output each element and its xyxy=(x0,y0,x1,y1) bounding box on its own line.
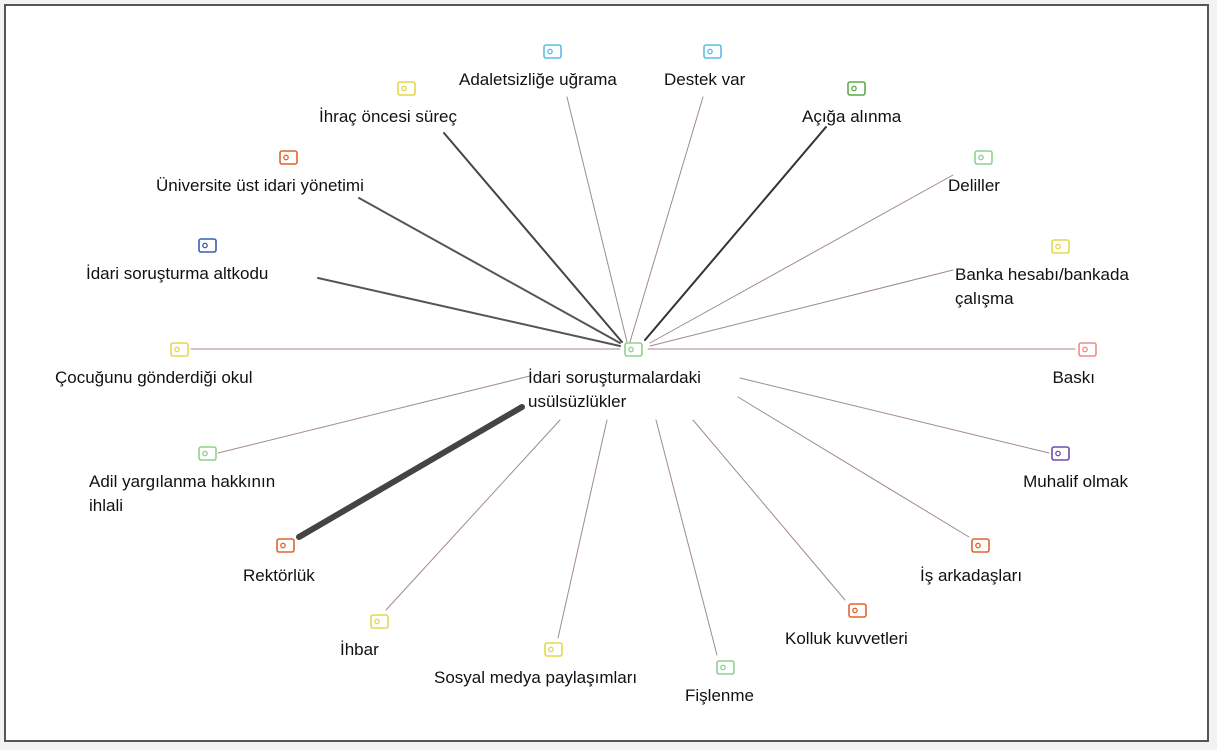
center-label-line-2: usülsüzlükler xyxy=(528,392,627,411)
code-tag-icon xyxy=(971,538,990,553)
node-banka-hesabi[interactable]: Banka hesabı/bankada çalışma xyxy=(955,239,1129,308)
node-adil-yargilanma[interactable]: Adil yargılanma hakkının ihlali xyxy=(89,446,275,515)
node-label-destek-var: Destek var xyxy=(664,70,746,89)
node-label-is-arkadaslari: İş arkadaşları xyxy=(920,566,1022,585)
code-tag-icon xyxy=(198,446,217,461)
node-is-arkadaslari[interactable]: İş arkadaşları xyxy=(920,538,1022,585)
node-label-is-arkadaslari-line-1: İş arkadaşları xyxy=(920,566,1022,585)
node-ihrac-oncesi-surec[interactable]: İhraç öncesi süreç xyxy=(319,81,457,126)
node-cocugunu-gonderdigi-okul[interactable]: Çocuğunu gönderdiği okul xyxy=(55,342,253,387)
node-label-ihbar: İhbar xyxy=(340,640,379,659)
node-aciga-alinma[interactable]: Açığa alınma xyxy=(802,81,902,126)
node-destek-var[interactable]: Destek var xyxy=(664,44,746,89)
node-deliller[interactable]: Deliller xyxy=(948,150,1000,195)
edge-banka-hesabi xyxy=(649,269,954,347)
diagram-frame xyxy=(4,4,1209,742)
node-label-ihrac-oncesi-surec: İhraç öncesi süreç xyxy=(319,107,457,126)
code-tag-icon xyxy=(544,642,563,657)
node-muhalif-olmak[interactable]: Muhalif olmak xyxy=(1023,446,1128,491)
node-rektorluk[interactable]: Rektörlük xyxy=(243,538,315,585)
edge-sosyal-medya xyxy=(557,419,608,639)
edge-ihrac-oncesi-surec xyxy=(443,132,623,343)
node-label-muhalif-olmak-line-1: Muhalif olmak xyxy=(1023,472,1128,491)
node-sosyal-medya[interactable]: Sosyal medya paylaşımları xyxy=(434,642,637,687)
node-label-muhalif-olmak: Muhalif olmak xyxy=(1023,472,1128,491)
node-label-baski: Baskı xyxy=(1052,368,1095,387)
node-adaletsizlige-ugrama[interactable]: Adaletsizliğe uğrama xyxy=(459,44,617,89)
node-idari-sorusturma-altkodu[interactable]: İdari soruşturma altkodu xyxy=(86,238,268,283)
node-label-kolluk-kuvvetleri-line-1: Kolluk kuvvetleri xyxy=(785,629,908,648)
code-tag-icon xyxy=(847,81,866,96)
node-label-universite-ust-idari-yonetimi-line-1: Üniversite üst idari yönetimi xyxy=(156,176,364,195)
code-tag-icon xyxy=(543,44,562,59)
code-tag-icon xyxy=(848,603,867,618)
node-label-idari-sorusturma-altkodu: İdari soruşturma altkodu xyxy=(86,264,268,283)
code-tag-icon xyxy=(974,150,993,165)
node-label-banka-hesabi: Banka hesabı/bankada çalışma xyxy=(955,265,1129,308)
node-label-fislenme: Fişlenme xyxy=(685,686,754,705)
node-label-adil-yargilanma-line-1: Adil yargılanma hakkının xyxy=(89,472,275,491)
edges-layer xyxy=(190,96,1076,656)
code-tag-icon xyxy=(279,150,298,165)
edge-universite-ust-idari-yonetimi xyxy=(358,197,621,344)
code-tag-icon xyxy=(370,614,389,629)
edge-is-arkadaslari xyxy=(737,396,970,538)
code-tag-icon xyxy=(716,660,735,675)
node-label-ihbar-line-1: İhbar xyxy=(340,640,379,659)
node-label-deliller-line-1: Deliller xyxy=(948,176,1000,195)
node-universite-ust-idari-yonetimi[interactable]: Üniversite üst idari yönetimi xyxy=(156,150,364,195)
node-label-baski-line-1: Baskı xyxy=(1052,368,1095,387)
edge-fislenme xyxy=(655,419,718,656)
edge-destek-var xyxy=(629,96,704,343)
center-label: İdari soruşturmalardaki usülsüzlükler xyxy=(528,368,701,411)
node-label-deliller: Deliller xyxy=(948,176,1000,195)
edge-ihbar xyxy=(385,419,561,611)
node-label-idari-sorusturma-altkodu-line-1: İdari soruşturma altkodu xyxy=(86,264,268,283)
edge-deliller xyxy=(649,174,954,344)
node-label-banka-hesabi-line-1: Banka hesabı/bankada xyxy=(955,265,1129,284)
code-tag-icon xyxy=(1051,446,1070,461)
center-label-line-1: İdari soruşturmalardaki xyxy=(528,368,701,387)
edge-kolluk-kuvvetleri xyxy=(692,419,846,601)
code-tag-icon xyxy=(276,538,295,553)
edge-idari-sorusturma-altkodu xyxy=(317,277,621,347)
code-tag-icon xyxy=(397,81,416,96)
node-label-rektorluk: Rektörlük xyxy=(243,566,315,585)
node-label-sosyal-medya: Sosyal medya paylaşımları xyxy=(434,668,637,687)
node-label-rektorluk-line-1: Rektörlük xyxy=(243,566,315,585)
node-label-aciga-alinma-line-1: Açığa alınma xyxy=(802,107,902,126)
code-tag-icon xyxy=(624,342,643,357)
node-label-sosyal-medya-line-1: Sosyal medya paylaşımları xyxy=(434,668,637,687)
node-label-destek-var-line-1: Destek var xyxy=(664,70,746,89)
node-label-adil-yargilanma: Adil yargılanma hakkının ihlali xyxy=(89,472,275,515)
node-label-universite-ust-idari-yonetimi: Üniversite üst idari yönetimi xyxy=(156,176,364,195)
node-label-kolluk-kuvvetleri: Kolluk kuvvetleri xyxy=(785,629,908,648)
node-label-ihrac-oncesi-surec-line-1: İhraç öncesi süreç xyxy=(319,107,457,126)
node-fislenme[interactable]: Fişlenme xyxy=(685,660,754,705)
node-label-fislenme-line-1: Fişlenme xyxy=(685,686,754,705)
node-label-cocugunu-gonderdigi-okul-line-1: Çocuğunu gönderdiği okul xyxy=(55,368,253,387)
node-ihbar[interactable]: İhbar xyxy=(340,614,389,659)
code-tag-icon xyxy=(1078,342,1097,357)
node-label-aciga-alinma: Açığa alınma xyxy=(802,107,902,126)
node-center[interactable]: İdari soruşturmalardaki usülsüzlükler xyxy=(528,342,701,411)
node-label-banka-hesabi-line-2: çalışma xyxy=(955,289,1014,308)
code-tag-icon xyxy=(170,342,189,357)
node-label-adaletsizlige-ugrama-line-1: Adaletsizliğe uğrama xyxy=(459,70,617,89)
edge-aciga-alinma xyxy=(644,126,827,341)
edge-muhalif-olmak xyxy=(739,377,1050,454)
node-label-adaletsizlige-ugrama: Adaletsizliğe uğrama xyxy=(459,70,617,89)
edge-adil-yargilanma xyxy=(217,375,531,454)
code-tag-icon xyxy=(703,44,722,59)
node-baski[interactable]: Baskı xyxy=(1052,342,1097,387)
code-tag-icon xyxy=(1051,239,1070,254)
code-tag-icon xyxy=(198,238,217,253)
edge-adaletsizlige-ugrama xyxy=(566,96,628,343)
edge-rektorluk xyxy=(296,404,525,540)
node-label-adil-yargilanma-line-2: ihlali xyxy=(89,496,123,515)
node-kolluk-kuvvetleri[interactable]: Kolluk kuvvetleri xyxy=(785,603,908,648)
node-label-cocugunu-gonderdigi-okul: Çocuğunu gönderdiği okul xyxy=(55,368,253,387)
